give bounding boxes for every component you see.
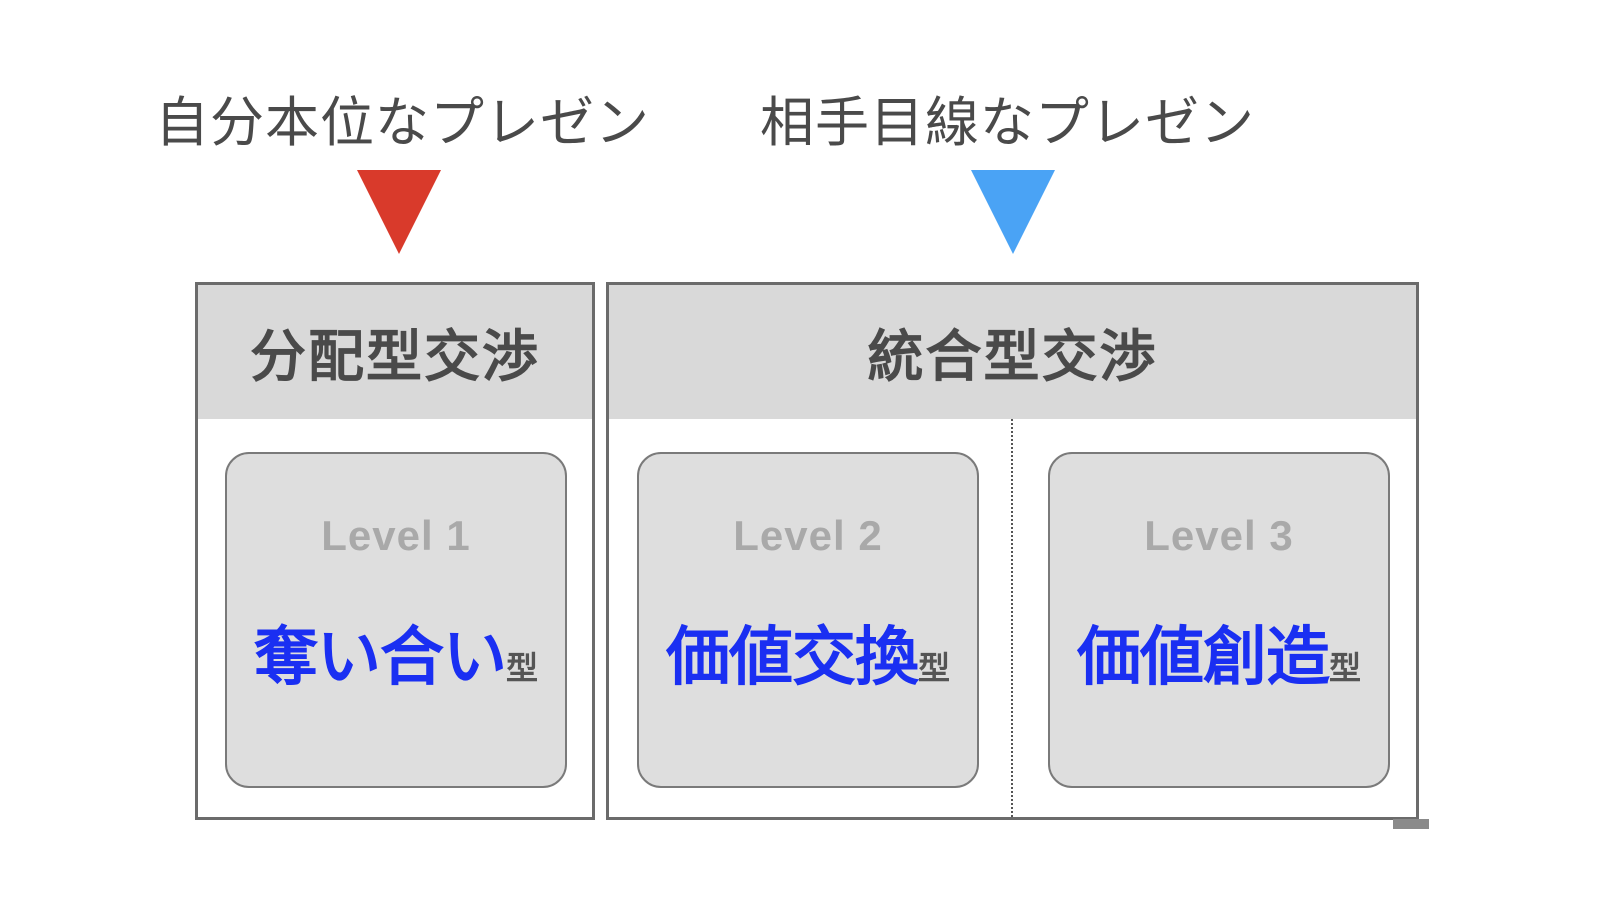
level-1-label: Level 1 xyxy=(321,512,471,559)
corner-mark xyxy=(1393,819,1429,829)
level-2-label: Level 2 xyxy=(733,512,883,559)
level-1-card: Level 1 奪い合い型 xyxy=(225,452,567,788)
level-2-card: Level 2 価値交換型 xyxy=(637,452,979,788)
level-2-name-main: 価値交換 xyxy=(665,621,919,695)
level-3-name-main: 価値創造 xyxy=(1076,621,1330,695)
blue-down-triangle-icon xyxy=(971,170,1055,254)
distributive-negotiation-title: 分配型交渉 xyxy=(198,285,592,419)
level-3-label: Level 3 xyxy=(1144,512,1294,559)
level-3-card: Level 3 価値創造型 xyxy=(1048,452,1390,788)
level-1-name: 奪い合い型 xyxy=(227,606,565,698)
red-down-triangle-icon xyxy=(357,170,441,254)
level-3-name: 価値創造型 xyxy=(1050,606,1388,698)
level-2-name-suffix: 型 xyxy=(917,649,950,687)
dotted-divider xyxy=(1011,419,1013,817)
level-1-name-suffix: 型 xyxy=(505,649,538,687)
level-3-name-suffix: 型 xyxy=(1328,649,1361,687)
heading-audience-centered: 相手目線なプレゼン xyxy=(760,91,1255,154)
level-1-name-main: 奪い合い xyxy=(253,621,507,695)
integrative-negotiation-title: 統合型交渉 xyxy=(609,285,1416,419)
level-2-name: 価値交換型 xyxy=(639,606,977,698)
heading-self-centered: 自分本位なプレゼン xyxy=(155,91,650,154)
